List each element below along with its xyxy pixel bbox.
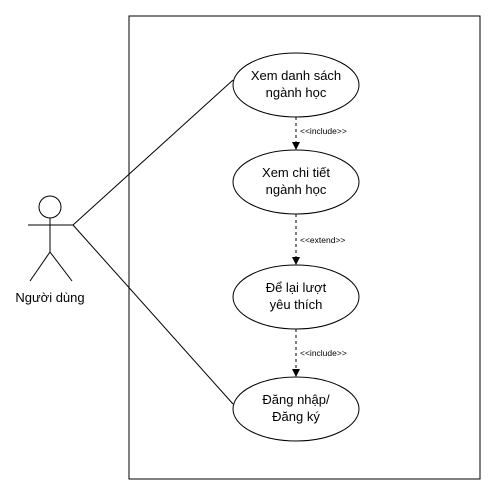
actor-label: Người dùng — [15, 290, 84, 305]
use-case-1-line-1: Xem danh sách — [251, 68, 341, 83]
use-case-4 — [232, 376, 360, 442]
include-label-1: <<include>> — [300, 126, 347, 136]
extend-label: <<extend>> — [300, 235, 345, 245]
use-case-2-line-2: ngành học — [266, 182, 327, 197]
actor-left-leg — [29, 251, 51, 282]
use-case-3-line-2: yêu thích — [270, 297, 323, 312]
association-uc4 — [72, 224, 234, 405]
actor-right-leg — [49, 251, 73, 282]
use-case-1-line-2: ngành học — [266, 85, 327, 100]
association-uc1 — [72, 79, 234, 226]
actor-head — [38, 195, 62, 219]
include-label-2: <<include>> — [300, 348, 347, 358]
use-case-2-line-1: Xem chi tiết — [262, 165, 330, 180]
use-case-3-line-1: Để lại lượt — [266, 280, 327, 295]
use-case-4-line-2: Đăng ký — [272, 409, 320, 424]
system-boundary — [128, 15, 481, 480]
use-case-4-line-1: Đăng nhập/ — [262, 392, 330, 407]
actor-figure — [28, 195, 73, 282]
